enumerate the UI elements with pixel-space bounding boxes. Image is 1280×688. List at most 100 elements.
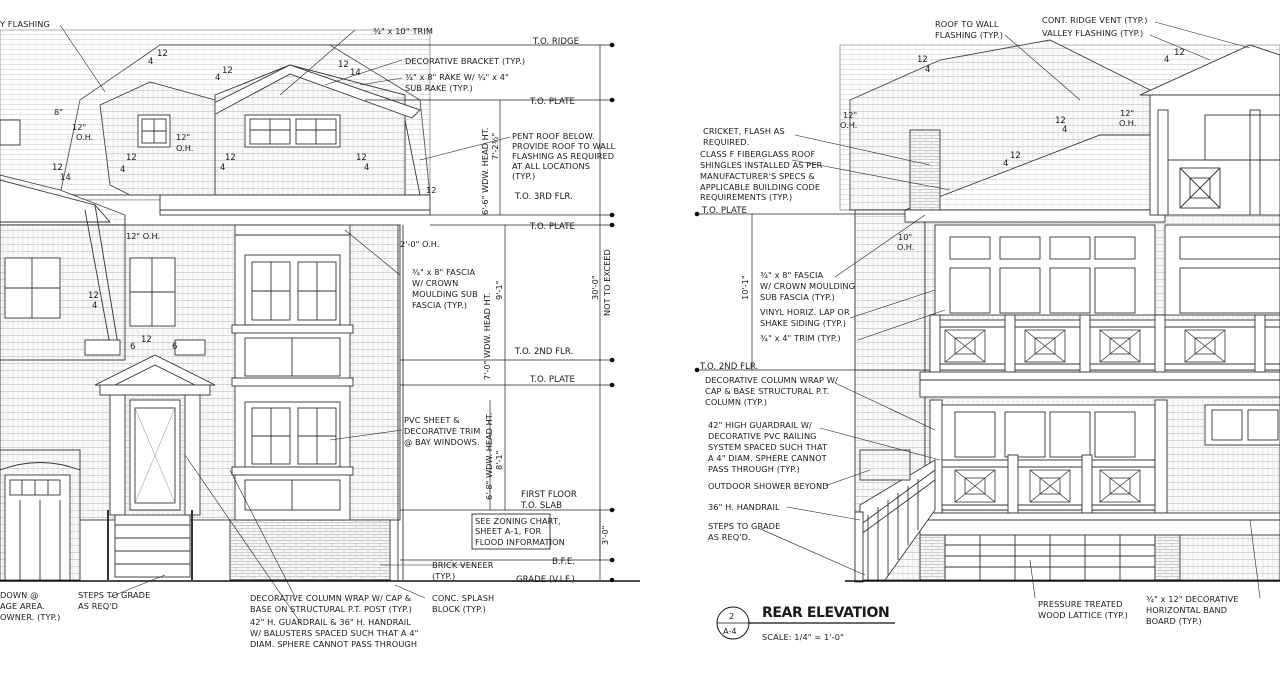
detail-number: 2 (729, 611, 734, 621)
note-pent-2: PROVIDE ROOF TO WALL (512, 141, 616, 151)
note-rail-2: W/ BALUSTERS SPACED SUCH THAT A 4" (250, 628, 419, 638)
front-leader-lines (59, 24, 511, 626)
note-col-2: BASE ON STRUCTURAL P.T. POST (TYP.) (250, 604, 412, 614)
note-vinyl-1: VINYL HORIZ. LAP OR (760, 307, 850, 317)
level-first-floor: FIRST FLOOR (521, 490, 577, 500)
dim-s12: 12 (426, 185, 436, 195)
slope-label: 4 (215, 73, 220, 83)
rear-notes: ROOF TO WALL FLASHING (TYP.) CONT. RIDGE… (700, 15, 1239, 626)
dim-oh12b: O.H. (76, 132, 93, 142)
note-guard-5: PASS THROUGH (TYP.) (708, 464, 800, 474)
front-level-markers (609, 42, 615, 583)
note-pvc-1: PVC SHEET & (404, 415, 460, 425)
note-down-2: AGE AREA. (0, 601, 45, 611)
note-shingle-1: CLASS F FIBERGLASS ROOF (700, 149, 815, 159)
note-roofwall-1: ROOF TO WALL (935, 19, 999, 29)
slope-label: 12 (1174, 48, 1185, 58)
slope-label: 14 (60, 173, 71, 183)
note-trim-4: ¾" x 4" TRIM (TYP.) (760, 333, 841, 343)
note-col-2: CAP & BASE STRUCTURAL P.T. (705, 386, 829, 396)
level-plate-third: T.O. PLATE (529, 222, 575, 232)
slope-label: 12 (338, 60, 349, 70)
dim-rear-oh12b: O.H. (840, 120, 857, 130)
drawing-title: REAR ELEVATION (762, 605, 889, 621)
slope-label: 12 (88, 291, 99, 301)
dim-oh12a: 12" (72, 122, 86, 132)
level-rear-plate: T.O. PLATE (701, 206, 747, 216)
rear-dimensions: 10'-1" 10" O.H. 12" O.H. 12" O.H. (740, 108, 1136, 300)
note-cricket-1: CRICKET, FLASH AS (703, 126, 785, 136)
note-zoning-1: SEE ZONING CHART, (475, 516, 561, 526)
level-plate-top: T.O. PLATE (529, 97, 575, 107)
note-zoning-3: FLOOD INFORMATION (475, 537, 565, 547)
dim-not-exceed: NOT TO EXCEED (602, 249, 612, 316)
slope-label: 14 (350, 68, 361, 78)
slope-label: 12 (126, 153, 137, 163)
rear-level-markers (694, 211, 700, 373)
slope-label: 4 (92, 301, 97, 311)
note-brick-1: BRICK VENEER (432, 560, 494, 570)
note-pvc-3: @ BAY WINDOWS. (404, 437, 480, 447)
note-band-2: HORIZONTAL BAND (1146, 605, 1227, 615)
note-shingle-5: REQUIREMENTS (TYP.) (700, 192, 792, 202)
dim-overhang-12: 12" O.H. (126, 231, 160, 241)
note-shower: OUTDOOR SHOWER BEYOND (708, 481, 829, 491)
note-steps-2: AS REQ'D. (708, 532, 751, 542)
dim-rear-height: 10'-1" (740, 275, 750, 300)
note-bracket: DECORATIVE BRACKET (TYP.) (405, 56, 525, 66)
dim-base: 3'-0" (600, 526, 610, 545)
note-splash-2: BLOCK (TYP.) (432, 604, 486, 614)
dim-oh12d: O.H. (176, 143, 193, 153)
note-zoning-2: SHEET A-1, FOR (475, 526, 542, 536)
note-band-1: ¾" x 12" DECORATIVE (1146, 594, 1239, 604)
slope-label: 6 (172, 342, 177, 352)
rear-level-labels: T.O. PLATE T.O. 2ND FLR. (699, 206, 758, 372)
slope-label: 4 (1062, 125, 1067, 135)
note-trim-10: ¾" x 10" TRIM (373, 26, 433, 36)
slope-label: 12 (52, 163, 63, 173)
note-pent-5: (TYP.) (512, 171, 535, 181)
front-elevation (0, 29, 640, 582)
note-pvc-2: DECORATIVE TRIM (404, 426, 480, 436)
rear-level-lines (695, 213, 930, 371)
note-lattice-1: PRESSURE TREATED (1038, 599, 1123, 609)
rear-leader-lines (757, 21, 1261, 599)
front-level-lines (330, 44, 615, 580)
note-handrail: 36" H. HANDRAIL (708, 502, 780, 512)
drawing-scale: SCALE: 1/4" = 1'-0" (762, 632, 844, 642)
dim-rear-oh10b: O.H. (897, 242, 914, 252)
rear-elevation (839, 39, 1280, 583)
front-notes: Y FLASHING ¾" x 10" TRIM DECORATIVE BRAC… (0, 19, 616, 649)
note-guard-3: SYSTEM SPACED SUCH THAT (708, 442, 828, 452)
rear-roof-slopes: 12 4 12 4 12 4 12 4 (917, 48, 1185, 169)
note-shingle-4: APPLICABLE BUILDING CODE (700, 182, 820, 192)
note-band-3: BOARD (TYP.) (1146, 616, 1202, 626)
note-steps-1: STEPS TO GRADE (708, 521, 780, 531)
note-rail-3: DIAM. SPHERE CANNOT PASS THROUGH (250, 639, 417, 649)
note-pent-4: AT ALL LOCATIONS (512, 161, 590, 171)
slope-label: 4 (148, 57, 153, 67)
dim-rear-oh12d: O.H. (1119, 118, 1136, 128)
slope-label: 4 (1164, 55, 1169, 65)
dim-floor-second: 9'-1" (494, 281, 504, 300)
note-rake-2: SUB RAKE (TYP.) (405, 83, 473, 93)
level-slab: T.O. SLAB (520, 501, 562, 511)
note-fascia-1: ¾" x 8" FASCIA (760, 270, 824, 280)
note-fascia-3: SUB FASCIA (TYP.) (760, 292, 835, 302)
level-second-floor: T.O. 2ND FLR. (514, 347, 573, 357)
dim-oh12c: 12" (176, 132, 190, 142)
dim-overhang-2: 2'-0" O.H. (400, 239, 439, 249)
note-down-3: OWNER. (TYP.) (0, 612, 60, 622)
slope-label: 4 (120, 165, 125, 175)
note-shingle-3: MANUFACTURER'S SPECS & (700, 171, 815, 181)
note-fascia-4: FASCIA (TYP.) (412, 300, 467, 310)
note-rake-1: ¾" x 8" RAKE W/ ¾" x 4" (405, 72, 509, 82)
slope-label: 4 (925, 65, 930, 75)
level-bfe: B.F.E. (552, 557, 575, 567)
level-third-floor: T.O. 3RD FLR. (514, 192, 573, 202)
front-roof-slopes: 12 4 12 14 12 4 12 4 12 4 12 4 12 14 12 … (52, 49, 369, 352)
note-guard-1: 42" HIGH GUARDRAIL W/ (708, 420, 812, 430)
slope-label: 4 (1003, 159, 1008, 169)
level-plate-second: T.O. PLATE (529, 375, 575, 385)
